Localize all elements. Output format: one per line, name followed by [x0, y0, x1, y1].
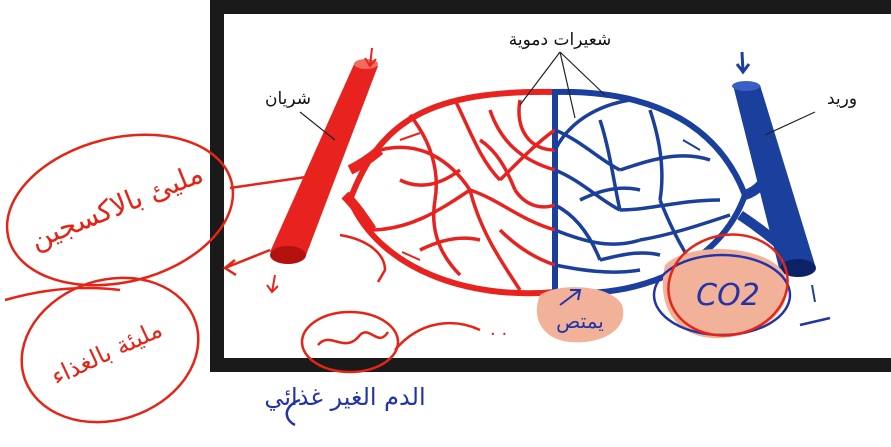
food-note-text: مليئة بالغذاء [47, 315, 167, 391]
vein-label: وريد [827, 89, 857, 109]
capillaries-label: شعيرات دموية [509, 30, 611, 50]
center-note-text: يمتص [556, 309, 604, 333]
center-dots: . . [490, 319, 507, 340]
artery-label: شريان [265, 89, 311, 109]
artery-note-text: مليئ بالاكسجين [25, 157, 207, 256]
co2-text: CO2 [696, 278, 760, 313]
